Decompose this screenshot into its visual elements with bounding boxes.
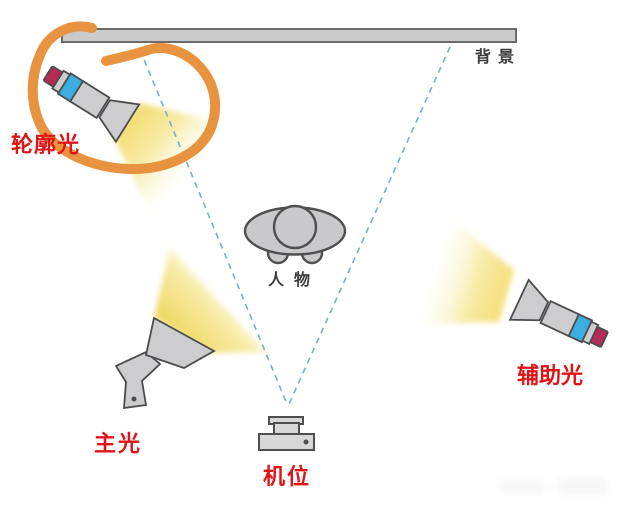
fill-light-lamp (508, 278, 609, 348)
camera (258, 416, 315, 451)
key-light-cone (154, 248, 266, 353)
label-subject: 人物 (268, 270, 321, 289)
background-bar (61, 28, 517, 43)
fill-light-cone (418, 220, 514, 324)
camera-body (258, 433, 315, 451)
label-fill-light: 辅助光 (517, 364, 584, 389)
camera-button (303, 439, 309, 445)
rim-light-barrel (69, 79, 111, 120)
rim-light-cone (113, 103, 222, 212)
key-light-knob (131, 396, 137, 402)
annotation-circle (27, 21, 221, 175)
rim-light-lamp (42, 65, 141, 144)
fill-light-barrel (539, 299, 581, 338)
key-light-arm (114, 350, 162, 410)
key-light-lamp (114, 316, 216, 410)
fill-light-head (508, 278, 550, 322)
label-key-light: 主光 (94, 432, 143, 457)
subject-person (243, 204, 347, 265)
label-rim-light: 轮廓光 (11, 133, 81, 158)
watermark (500, 477, 608, 495)
rim-light-head (98, 99, 141, 144)
label-camera: 机位 (263, 465, 312, 490)
left-sightline (139, 49, 288, 405)
label-background: 背景 (475, 47, 522, 66)
subject-head (272, 204, 318, 250)
key-light-head (144, 316, 216, 369)
